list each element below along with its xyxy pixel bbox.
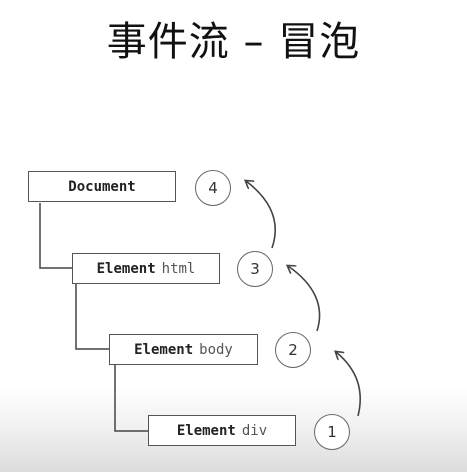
node-document: Document — [28, 171, 176, 202]
badge-div-order: 1 — [314, 414, 350, 450]
node-body-kind: Element — [134, 341, 194, 358]
node-div-tag: div — [241, 422, 268, 439]
node-document-kind: Document — [68, 178, 136, 195]
badge-html-order: 3 — [237, 251, 273, 287]
node-element-body: Element body — [109, 334, 258, 365]
bubble-arrow-html-to-document — [246, 181, 276, 249]
node-body-tag: body — [199, 341, 233, 358]
bubble-arrow-div-to-body — [336, 352, 361, 417]
node-element-div: Element div — [148, 415, 296, 446]
node-element-html: Element html — [72, 253, 220, 284]
tree-connector-document-html — [39, 203, 72, 269]
slide-title: 事件流 – 冒泡 — [106, 19, 361, 65]
badge-body-order: 2 — [275, 332, 311, 368]
bubble-arrow-body-to-html — [288, 266, 321, 332]
node-html-tag: html — [161, 260, 196, 277]
tree-connector-body-div — [114, 365, 148, 432]
tree-connector-html-body — [75, 284, 110, 350]
badge-document-order: 4 — [195, 170, 231, 206]
node-div-kind: Element — [176, 422, 236, 439]
node-html-kind: Element — [96, 260, 156, 277]
